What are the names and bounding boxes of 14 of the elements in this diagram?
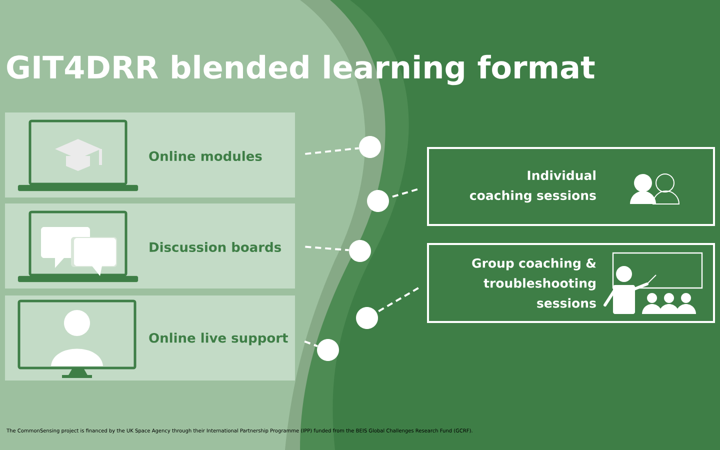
coaching-box: Group coaching & troubleshooting sessions [427,243,715,323]
dashed-line [305,147,359,155]
connector-dot [359,136,381,158]
connector-dot [356,307,378,329]
module-box: Online live support [5,296,295,380]
connector-dot [349,240,371,262]
coaching-box: Individual coaching sessions [427,147,715,226]
dashed-line [305,246,349,252]
connector-dot [367,190,389,212]
connector-dot [317,339,339,361]
module-box: Online modules [5,112,295,198]
dashed-line [304,340,318,348]
dashed-line [376,287,419,314]
title: GIT4DRR blended learning format [7,54,595,86]
